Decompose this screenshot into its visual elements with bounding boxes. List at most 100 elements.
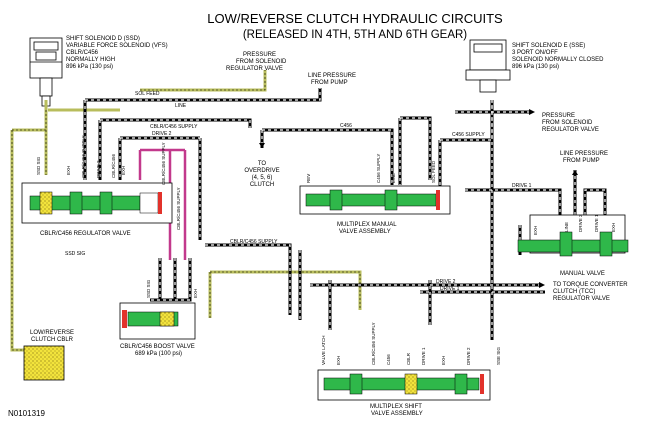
port-labels: SSD SIG EXH CBLR/C456 SUPPLY DRIVE 2 EXH… [36, 135, 616, 365]
svg-text:LINE: LINE [564, 222, 569, 232]
svg-text:SOL FEED: SOL FEED [135, 91, 160, 97]
flow-arrows [259, 109, 578, 288]
svg-text:CLUTCH (TCC): CLUTCH (TCC) [553, 289, 595, 295]
svg-text:REGULATOR VALVE: REGULATOR VALVE [553, 296, 610, 302]
svg-text:EXH: EXH [441, 356, 446, 365]
diagram-subtitle: (RELEASED IN 4TH, 5TH AND 6TH GEAR) [243, 29, 467, 41]
svg-text:DRIVE 2: DRIVE 2 [152, 131, 172, 137]
svg-text:EXH: EXH [121, 166, 126, 175]
svg-text:FROM PUMP: FROM PUMP [563, 158, 600, 164]
mux-shift-label-1: MULTIPLEX SHIFT [370, 404, 422, 410]
svg-text:SSD SIG: SSD SIG [146, 279, 151, 298]
svg-text:DRIVE 2: DRIVE 2 [466, 347, 471, 365]
svg-text:C456 SUPPLY: C456 SUPPLY [452, 132, 485, 138]
ssd-solenoid [29, 37, 63, 107]
mux-shift-label-2: VALVE ASSEMBLY [371, 411, 423, 417]
svg-text:PRESSURE: PRESSURE [542, 113, 575, 119]
manual-valve-label: MANUAL VALVE [560, 271, 605, 277]
svg-text:DRIVE 1: DRIVE 1 [440, 286, 460, 292]
ssd-note: SHIFT SOLENOID D (SSD) VARIABLE FORCE SO… [66, 36, 168, 70]
svg-text:SOL FEED: SOL FEED [431, 160, 436, 183]
svg-text:FROM SOLENOID: FROM SOLENOID [542, 120, 593, 126]
boost-valve-pressure: 689 kPa (100 psi) [135, 351, 182, 357]
svg-text:DRIVE 2: DRIVE 2 [578, 214, 583, 232]
svg-text:TO TORQUE CONVERTER: TO TORQUE CONVERTER [553, 282, 628, 288]
svg-text:DRIVE 1: DRIVE 1 [594, 214, 599, 232]
svg-text:DRIVE 1: DRIVE 1 [421, 347, 426, 365]
figure-id: N0101319 [8, 409, 45, 418]
svg-text:TO: TO [258, 161, 267, 167]
svg-text:REV: REV [306, 174, 311, 183]
svg-text:EXH: EXH [193, 289, 198, 298]
svg-text:896 kPa (130 psi): 896 kPa (130 psi) [66, 64, 113, 70]
svg-text:CLUTCH: CLUTCH [250, 182, 274, 188]
cblr-boost-valve [119, 302, 196, 340]
svg-text:DRIVE 1: DRIVE 1 [512, 183, 532, 189]
boost-valve-label: CBLR/C456 BOOST VALVE [120, 344, 195, 350]
svg-text:C456: C456 [386, 354, 391, 365]
svg-text:DRIVE 2: DRIVE 2 [96, 160, 101, 178]
svg-text:LINE: LINE [175, 103, 187, 109]
sse-solenoid [465, 39, 511, 93]
cblr-regulator-label: CBLR/C456 REGULATOR VALVE [40, 231, 131, 237]
svg-text:FROM SOLENOID: FROM SOLENOID [236, 59, 287, 65]
svg-text:REGULATOR VALVE: REGULATOR VALVE [542, 127, 599, 133]
svg-text:DRIVE 2: DRIVE 2 [436, 279, 456, 285]
svg-text:SHIFT SOLENOID E (SSE): SHIFT SOLENOID E (SSE) [512, 43, 585, 49]
svg-text:C456: C456 [340, 123, 352, 129]
svg-text:CBLR: CBLR [406, 352, 411, 365]
svg-text:C456 SUPPLY: C456 SUPPLY [376, 154, 381, 183]
svg-text:PRESSURE: PRESSURE [243, 52, 276, 58]
pressure-from-solenoid-right: PRESSURE FROM SOLENOID REGULATOR VALVE [542, 113, 599, 133]
manual-valve [517, 214, 629, 257]
svg-text:CBLR/C456 SUPPLY: CBLR/C456 SUPPLY [150, 124, 198, 130]
svg-text:LINE PRESSURE: LINE PRESSURE [308, 73, 356, 79]
svg-text:CBLR/C456 SUPPLY: CBLR/C456 SUPPLY [81, 135, 86, 178]
lowrev-clutch-box [23, 345, 65, 381]
svg-text:CBLR/C456: CBLR/C456 [111, 153, 116, 178]
svg-text:CBLR/C456 SUPPLY: CBLR/C456 SUPPLY [371, 322, 376, 365]
svg-text:CBLR/C456 SUPPLY: CBLR/C456 SUPPLY [230, 239, 278, 245]
svg-text:(4, 5, 6): (4, 5, 6) [252, 175, 273, 181]
svg-text:CBLR/C456 SUPPLY: CBLR/C456 SUPPLY [176, 187, 181, 230]
svg-text:VALVE LATCH: VALVE LATCH [321, 335, 326, 365]
sse-note: SHIFT SOLENOID E (SSE) 3 PORT ON/OFF SOL… [512, 43, 604, 70]
svg-text:VARIABLE FORCE SOLENOID (VFS): VARIABLE FORCE SOLENOID (VFS) [66, 43, 168, 49]
svg-text:896 kPa (130 psi): 896 kPa (130 psi) [512, 64, 559, 70]
svg-text:FROM PUMP: FROM PUMP [311, 80, 348, 86]
svg-text:SSE SIG: SSE SIG [496, 346, 501, 365]
line-pressure-pump-right: LINE PRESSURE FROM PUMP [560, 151, 608, 164]
multiplex-manual-valve [299, 185, 451, 215]
to-overdrive-clutch: TO OVERDRIVE (4, 5, 6) CLUTCH [244, 161, 279, 188]
multiplex-shift-valve [317, 369, 491, 401]
svg-text:3 PORT ON/OFF: 3 PORT ON/OFF [512, 50, 558, 56]
mux-manual-label-2: VALVE ASSEMBLY [339, 229, 391, 235]
svg-text:SSD SIG: SSD SIG [36, 156, 41, 175]
svg-text:SOLENOID NORMALLY CLOSED: SOLENOID NORMALLY CLOSED [512, 57, 604, 63]
svg-text:EXH: EXH [336, 356, 341, 365]
to-tcc-regulator: TO TORQUE CONVERTER CLUTCH (TCC) REGULAT… [553, 282, 628, 302]
lowrev-label-2: CLUTCH CBLR [31, 337, 74, 343]
ssd-signal-circuit-dash [11, 70, 361, 351]
mux-manual-label-1: MULTIPLEX MANUAL [337, 222, 397, 228]
main-circuits-dash [84, 88, 606, 340]
pressure-from-solenoid-top: PRESSURE FROM SOLENOID REGULATOR VALVE [226, 52, 287, 72]
circuit-line-labels: SOL FEED LINE CBLR/C456 SUPPLY DRIVE 2 C… [65, 91, 532, 292]
svg-text:REGULATOR VALVE: REGULATOR VALVE [226, 66, 283, 72]
svg-text:EXH: EXH [66, 166, 71, 175]
svg-text:LINE: LINE [391, 173, 396, 183]
svg-text:NORMALLY HIGH: NORMALLY HIGH [66, 57, 115, 63]
line-pressure-pump-mid: LINE PRESSURE FROM PUMP [308, 73, 356, 86]
svg-text:SHIFT SOLENOID D (SSD): SHIFT SOLENOID D (SSD) [66, 36, 140, 42]
svg-text:CBLR/C456: CBLR/C456 [66, 50, 99, 56]
svg-text:OVERDRIVE: OVERDRIVE [244, 168, 279, 174]
diagram-title: LOW/REVERSE CLUTCH HYDRAULIC CIRCUITS [207, 11, 503, 26]
cblr-regulator-valve [21, 182, 173, 224]
svg-text:EXH: EXH [611, 223, 616, 232]
svg-text:SSD SIG: SSD SIG [65, 251, 85, 257]
svg-text:CBLR/C456 SUPPLY: CBLR/C456 SUPPLY [161, 142, 166, 185]
svg-text:LINE PRESSURE: LINE PRESSURE [560, 151, 608, 157]
svg-text:EXH: EXH [533, 226, 538, 235]
